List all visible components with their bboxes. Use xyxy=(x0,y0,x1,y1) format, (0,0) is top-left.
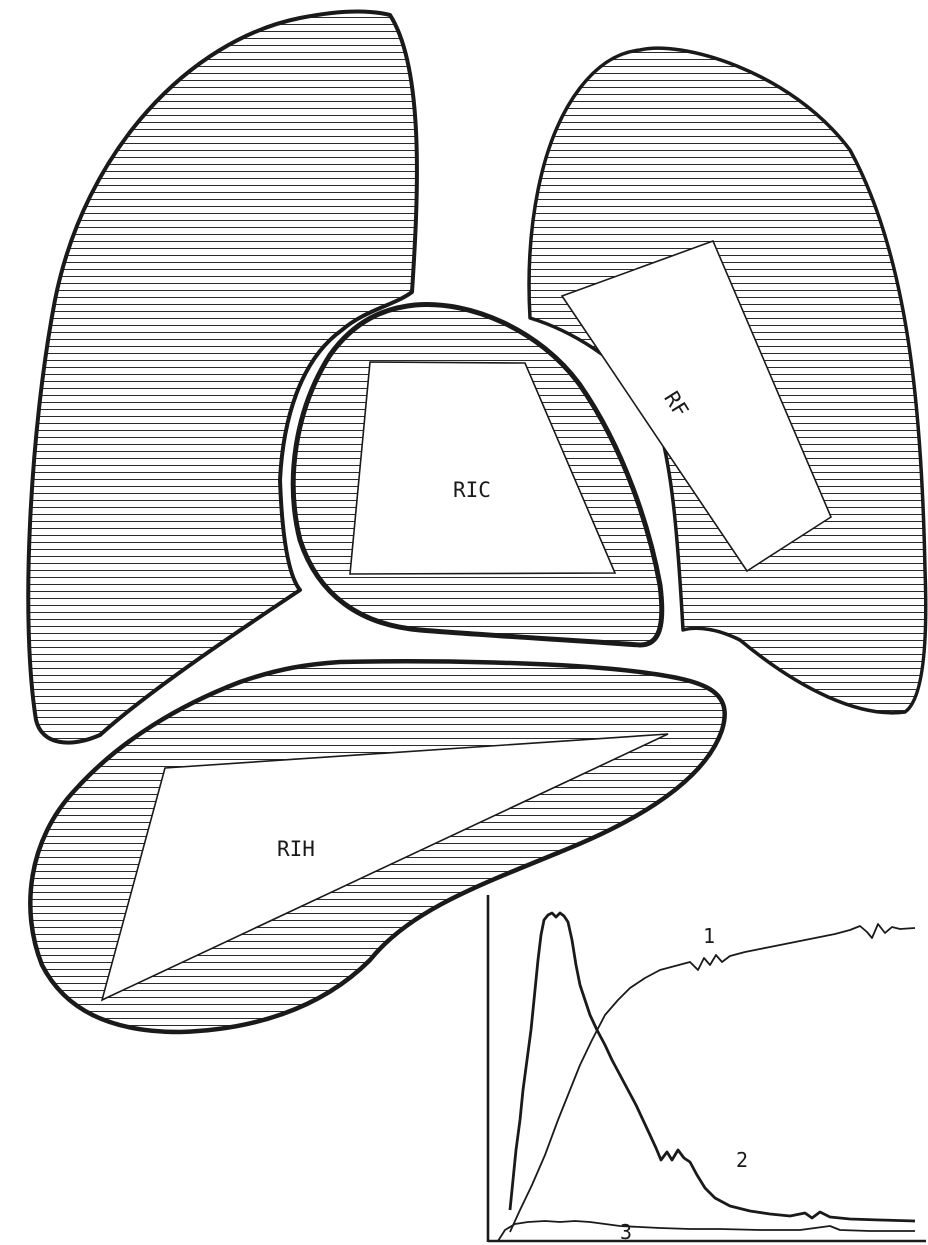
rih-label: RIH xyxy=(277,837,315,861)
curve-3-label: 3 xyxy=(620,1220,632,1244)
curve-1-line xyxy=(510,924,915,1232)
curve-1-label: 1 xyxy=(703,924,715,948)
inset-chart: 1 2 3 xyxy=(488,895,926,1244)
curve-3-line xyxy=(498,1221,915,1241)
curve-2-label: 2 xyxy=(736,1148,748,1172)
ric-label: RIC xyxy=(453,478,491,502)
rih-roi xyxy=(102,734,668,1000)
